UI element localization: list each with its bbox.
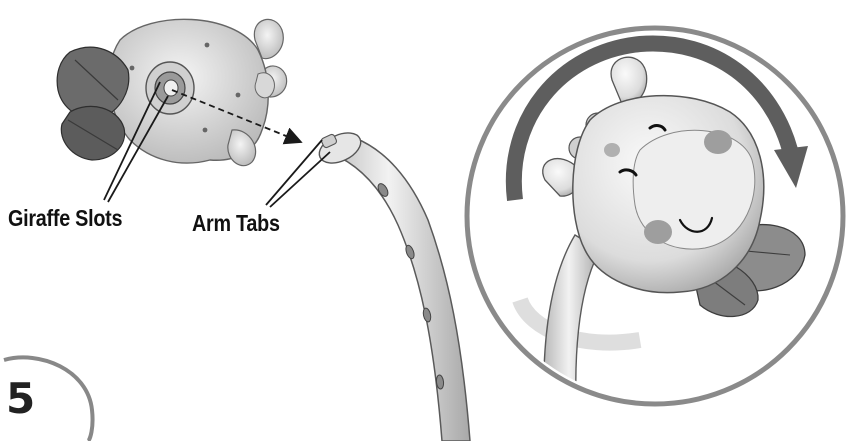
giraffe-slots-label: Giraffe Slots xyxy=(8,205,122,232)
detail-view xyxy=(467,28,843,441)
arm-tabs-label: Arm Tabs xyxy=(192,210,280,237)
giraffe-back-part xyxy=(57,19,286,165)
mobile-arm xyxy=(315,127,470,441)
step-number: 5 xyxy=(6,378,35,420)
